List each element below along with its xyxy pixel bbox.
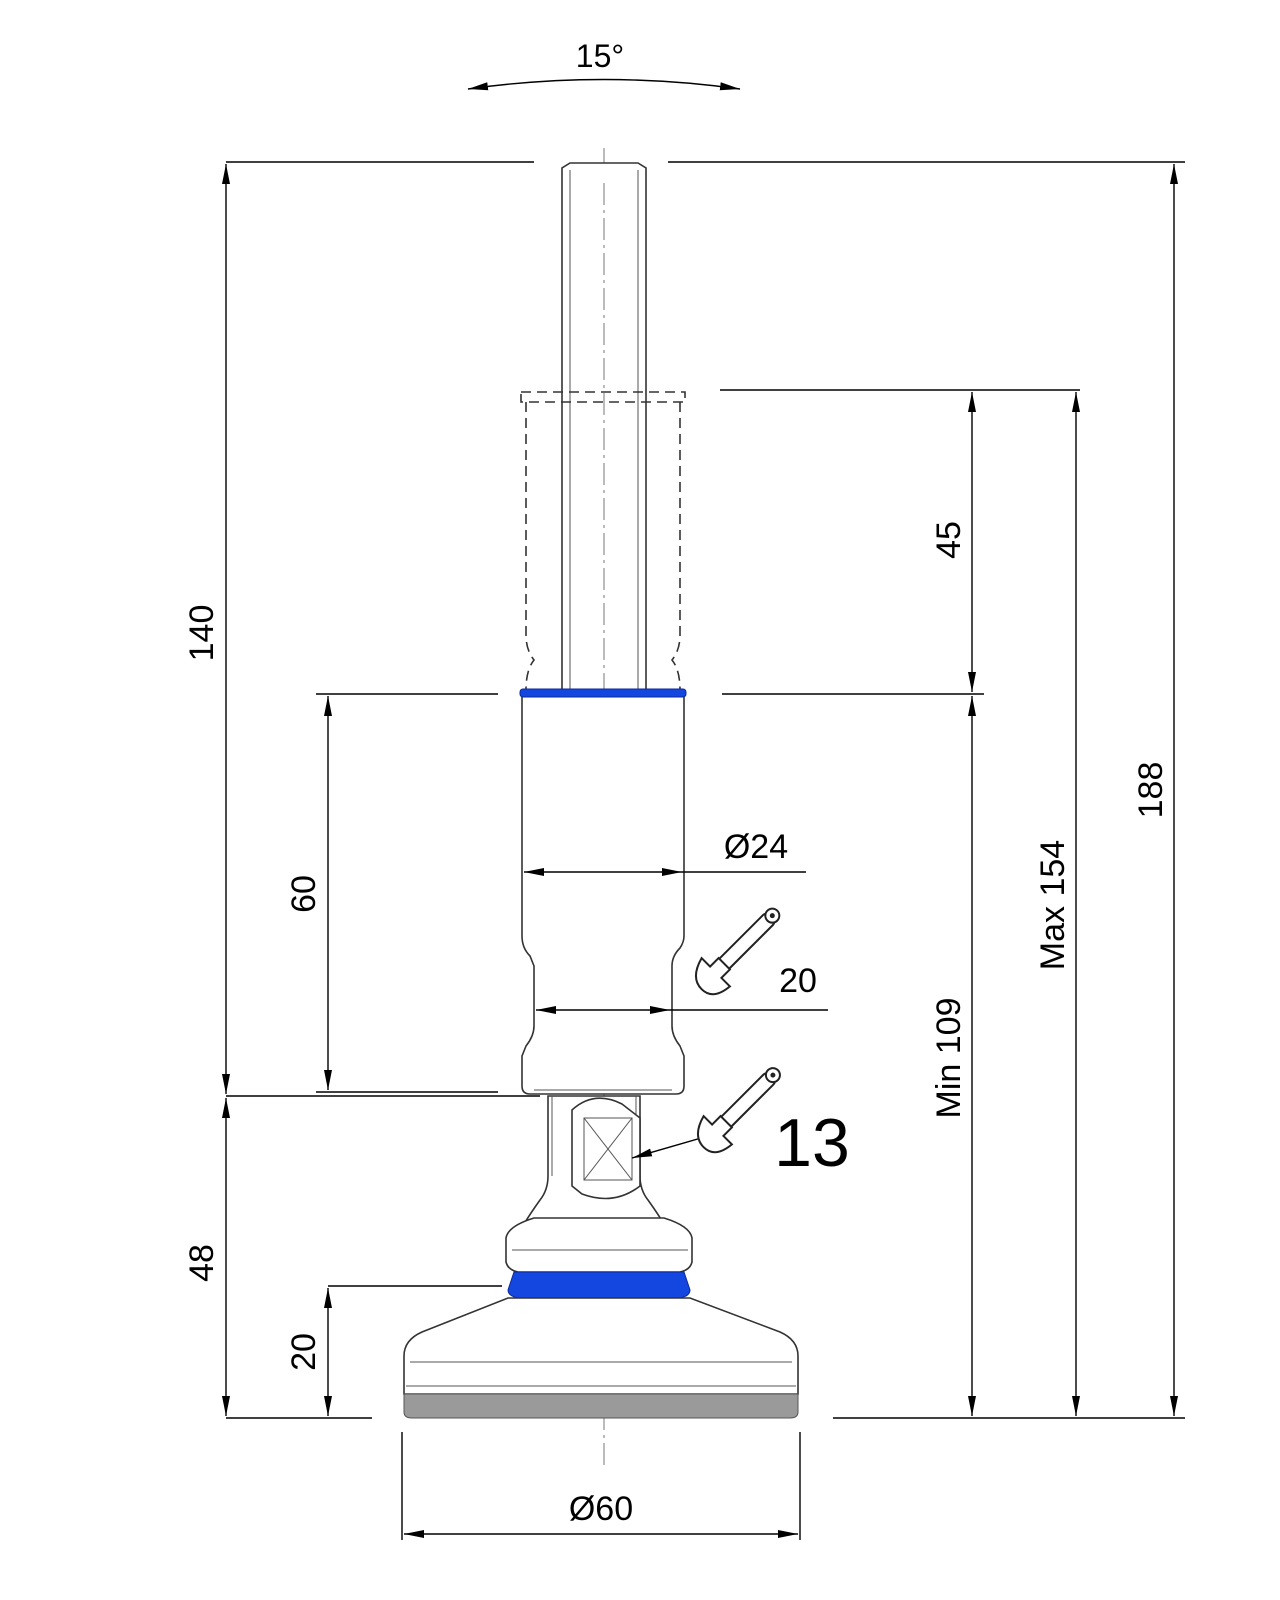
threaded-stud [561, 162, 647, 690]
dim-base-diameter: Ø60 [401, 1432, 801, 1540]
stud-length-label: 140 [183, 605, 221, 662]
base-collar [505, 1217, 693, 1299]
wrench-icon [696, 1067, 781, 1154]
base-height-label: 48 [183, 1244, 221, 1282]
dim-housing-diameter: Ø24 [524, 828, 806, 876]
dim-wrench-flat-housing: 20 [536, 907, 828, 1014]
dim-max-height: Max 154 [720, 389, 1080, 1416]
housing-length-label: 60 [285, 875, 323, 913]
dim-pad-height: 20 [285, 1285, 502, 1416]
housing-diameter-label: Ø24 [724, 828, 788, 866]
housing [519, 688, 687, 1095]
foot-pad [403, 1297, 799, 1419]
tilt-label: 15° [576, 38, 624, 74]
wrench-size-base-label: 13 [774, 1105, 850, 1181]
base-neck [522, 1095, 666, 1225]
pad-height-label: 20 [285, 1333, 323, 1371]
dim-adjust-range: 45 [930, 392, 976, 692]
wrench-icon [694, 907, 781, 996]
dim-overall-height: 188 [668, 161, 1185, 1419]
tilt-indicator: 15° [467, 38, 741, 91]
dim-housing-length: 60 [285, 693, 498, 1093]
top-seal-ring [519, 688, 687, 698]
wrench-size-housing-label: 20 [779, 962, 817, 1000]
dim-base-height: 48 [183, 1098, 372, 1419]
overall-height-label: 188 [1132, 762, 1170, 819]
dim-stud-length: 140 [183, 161, 540, 1097]
base-diameter-label: Ø60 [569, 1490, 633, 1528]
rubber-pad [403, 1393, 799, 1419]
dim-wrench-flat-base: 13 [631, 1067, 850, 1181]
seal-ring [507, 1271, 691, 1299]
max-height-label: Max 154 [1034, 840, 1072, 970]
dim-min-height: Min 109 [722, 693, 984, 1416]
min-height-label: Min 109 [930, 998, 968, 1119]
adjust-range-label: 45 [930, 521, 968, 559]
